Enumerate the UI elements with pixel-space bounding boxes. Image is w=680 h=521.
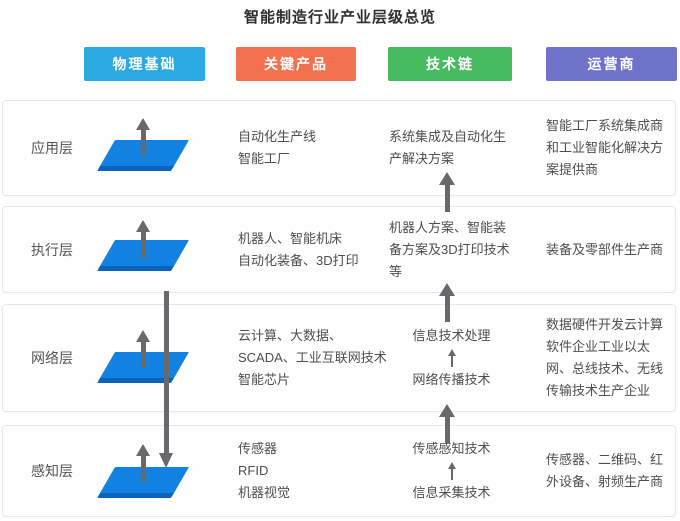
- tech-line: 机器人方案、智能装: [389, 219, 507, 235]
- row-application-layer: 应用层 自动化生产线 智能工厂 系统集成及自动化生 产解决方案 智能工厂系统集成…: [2, 100, 676, 196]
- up-arrow-icon: [136, 220, 150, 258]
- header-operators: 运营商: [546, 47, 677, 81]
- up-arrow-icon: [439, 283, 455, 322]
- tech-cell: 信息技术处理 网络传播技术: [389, 305, 514, 411]
- up-arrow-icon: [447, 349, 456, 367]
- layer-label: 执行层: [31, 241, 73, 258]
- tech-line: 产解决方案: [389, 151, 455, 166]
- operators-cell: 装备及零部件生产商: [546, 207, 680, 292]
- operators-cell: 智能工厂系统集成商 和工业智能化解决方 案提供商: [546, 101, 680, 195]
- products-line: RFID: [238, 463, 269, 478]
- operators-line: 外设备、射频生产商: [546, 474, 664, 489]
- operators-line: 网、总线技术、无线: [546, 361, 664, 376]
- row-execution-layer: 执行层 机器人、智能机床 自动化装备、3D打印 机器人方案、智能装 备方案及3D…: [2, 206, 676, 293]
- tech-cell: 传感感知技术 信息采集技术: [389, 426, 514, 516]
- products-line: 机器视觉: [238, 485, 291, 500]
- header-tech-chain: 技术链: [388, 47, 512, 81]
- products-cell: 自动化生产线 智能工厂: [238, 101, 403, 195]
- operators-line: 和工业智能化解决方: [546, 140, 664, 155]
- tech-line: 系统集成及自动化生: [389, 129, 507, 144]
- tech-cell: 机器人方案、智能装 备方案及3D打印技术 等: [389, 207, 514, 292]
- header-key-products: 关键产品: [236, 47, 356, 81]
- operators-line: 传感器、二维码、红: [546, 452, 664, 467]
- row-network-layer: 网络层 云计算、大数据、 SCADA、工业互联网技术 智能芯片 信息技术处理 网…: [2, 304, 676, 412]
- up-arrow-icon: [439, 172, 455, 212]
- products-line: 自动化生产线: [238, 129, 317, 144]
- tech-line: 传感感知技术: [412, 441, 491, 456]
- down-arrow-icon: [159, 291, 173, 468]
- up-arrow-icon: [136, 330, 150, 368]
- up-arrow-icon: [136, 444, 150, 482]
- layer-label: 网络层: [31, 350, 73, 366]
- up-arrow-icon: [447, 462, 456, 480]
- operators-line: 智能工厂系统集成商: [546, 118, 664, 133]
- tech-line: 信息采集技术: [412, 485, 491, 500]
- layer-label: 感知层: [31, 463, 73, 479]
- tech-line: 网络传播技术: [412, 372, 491, 387]
- products-line: 云计算、大数据、: [238, 328, 343, 343]
- products-line: 智能芯片: [238, 372, 291, 387]
- products-line: 智能工厂: [238, 151, 291, 166]
- operators-cell: 数据硬件开发云计算 软件企业工业以太 网、总线技术、无线 传输技术生产企业: [546, 305, 680, 411]
- products-cell: 机器人、智能机床 自动化装备、3D打印: [238, 207, 403, 292]
- products-line: SCADA、工业互联网技术: [238, 350, 387, 365]
- operators-line: 案提供商: [546, 162, 599, 177]
- tech-cell: 系统集成及自动化生 产解决方案: [389, 101, 514, 195]
- products-line: 机器人、智能机床: [238, 230, 343, 246]
- operators-line: 传输技术生产企业: [546, 383, 651, 398]
- up-arrow-icon: [136, 118, 150, 156]
- operators-cell: 传感器、二维码、红 外设备、射频生产商: [546, 426, 680, 516]
- operators-line: 装备及零部件生产商: [546, 241, 664, 257]
- products-cell: 传感器 RFID 机器视觉: [238, 426, 403, 516]
- operators-line: 软件企业工业以太: [546, 339, 651, 354]
- up-arrow-icon: [439, 404, 455, 443]
- products-line: 传感器: [238, 441, 278, 456]
- header-physical-foundation: 物理基础: [84, 47, 205, 81]
- tech-line: 备方案及3D打印技术: [389, 241, 510, 257]
- products-cell: 云计算、大数据、 SCADA、工业互联网技术 智能芯片: [238, 305, 403, 411]
- tech-line: 信息技术处理: [412, 328, 491, 343]
- tech-line: 等: [389, 263, 403, 279]
- layer-label: 应用层: [31, 140, 73, 156]
- products-line: 自动化装备、3D打印: [238, 252, 359, 268]
- page-title: 智能制造行业产业层级总览: [243, 9, 436, 26]
- operators-line: 数据硬件开发云计算: [546, 317, 664, 332]
- row-perception-layer: 感知层 传感器 RFID 机器视觉 传感感知技术 信息采集技术 传感器、二维码、…: [2, 425, 676, 517]
